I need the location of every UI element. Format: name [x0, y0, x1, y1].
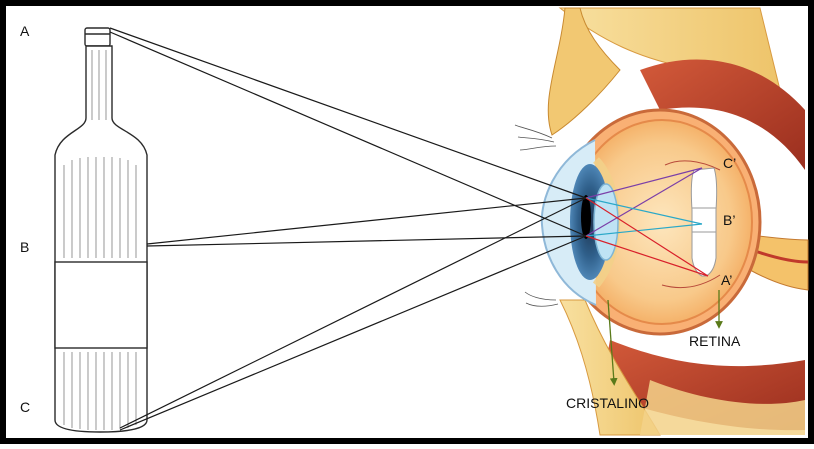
label-b-prime: B’: [723, 212, 735, 228]
bottle-label: [55, 262, 147, 348]
label-c: C: [20, 399, 30, 415]
retina-label: RETINA: [689, 333, 741, 349]
label-a: A: [20, 23, 30, 39]
pupil: [581, 195, 591, 239]
label-a-prime: A’: [721, 272, 732, 288]
label-c-prime: C’: [723, 155, 736, 171]
lens-label: CRISTALINO: [566, 395, 649, 411]
bottle-cap: [85, 28, 110, 46]
label-b: B: [20, 239, 29, 255]
